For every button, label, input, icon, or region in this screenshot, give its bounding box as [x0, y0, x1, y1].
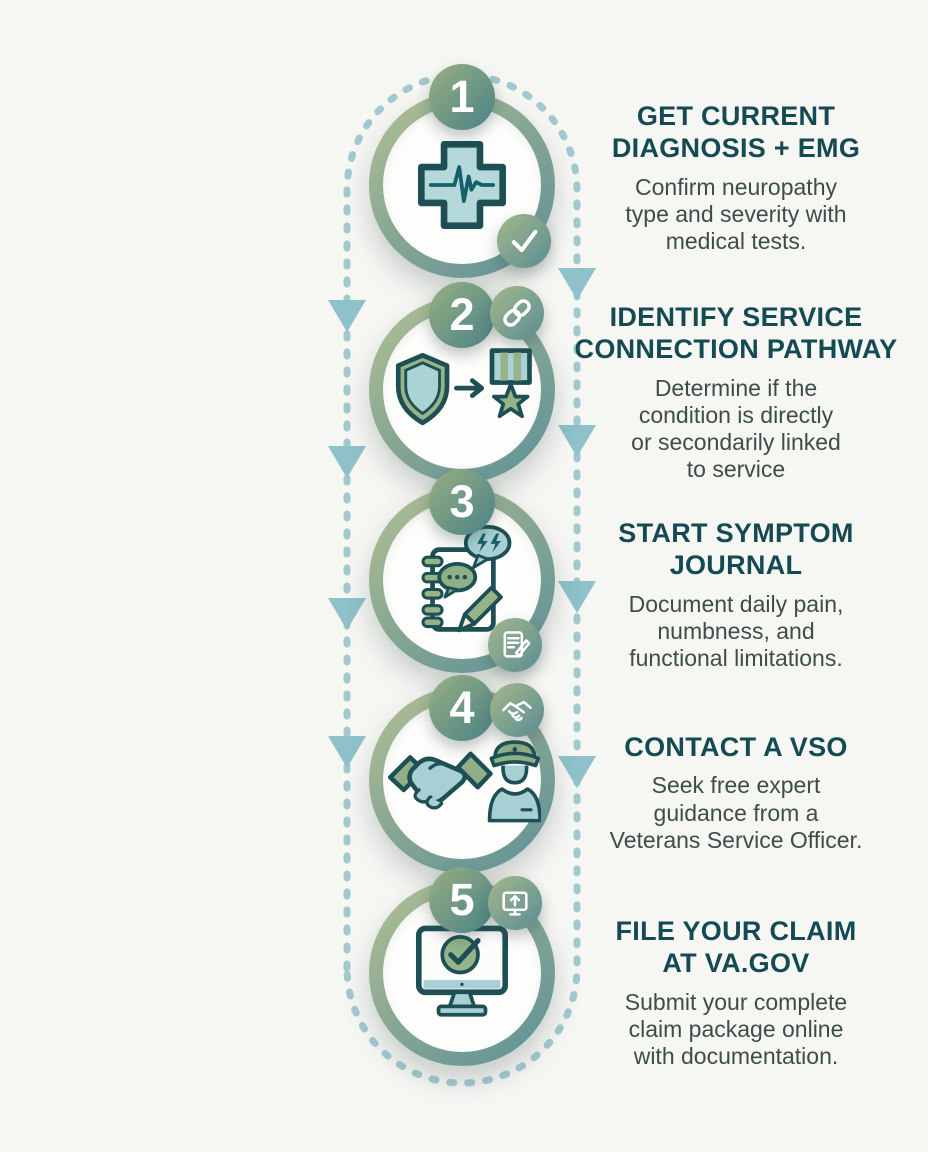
flow-arrow-down	[328, 446, 366, 478]
step-3-number-badge: 3	[429, 469, 495, 535]
chain-link-badge	[490, 286, 544, 340]
monitor-upload-icon	[502, 891, 528, 916]
step-5-text: FILE YOUR CLAIM AT VA.GOV Submit your co…	[560, 915, 912, 1070]
checkmark-badge	[497, 214, 551, 268]
flow-arrow-down	[328, 300, 366, 332]
monitor-upload-badge	[488, 876, 542, 930]
step-2-number-badge: 2	[429, 282, 495, 348]
flow-arrow-down	[328, 736, 366, 768]
flow-arrow-down	[328, 598, 366, 630]
step-3-title: START SYMPTOM JOURNAL	[618, 518, 854, 581]
shield-to-medal-icon	[395, 348, 532, 426]
step-5-title: FILE YOUR CLAIM AT VA.GOV	[615, 916, 857, 979]
step-1-title: GET CURRENT DIAGNOSIS + EMG	[611, 101, 861, 164]
journal-speech-pen-icon	[421, 524, 512, 633]
medical-cross-ekg-icon	[418, 141, 506, 229]
step-4-text: CONTACT A VSO Seek free expert guidance …	[560, 731, 912, 854]
flow-arrow-down	[558, 756, 596, 788]
step-2-description: Determine if the condition is directly o…	[631, 374, 841, 483]
notepad-pen-icon	[503, 631, 531, 658]
chain-link-icon	[503, 299, 531, 327]
flow-path	[343, 71, 581, 1087]
handshake-icon	[502, 700, 532, 722]
step-1-number-badge: 1	[429, 64, 495, 130]
flow-arrow-down	[558, 268, 596, 300]
step-3-description: Document daily pain, numbness, and funct…	[628, 590, 844, 672]
handshake-badge	[490, 683, 544, 737]
step-4-number-badge: 4	[429, 675, 495, 741]
step-5-description: Submit your complete claim package onlin…	[624, 988, 848, 1070]
notepad-pen-badge	[488, 618, 542, 672]
step-3-text: START SYMPTOM JOURNAL Document daily pai…	[560, 517, 912, 672]
step-5-number-badge: 5	[429, 867, 495, 933]
step-4-description: Seek free expert guidance from a Veteran…	[609, 772, 863, 853]
step-1-text: GET CURRENT DIAGNOSIS + EMG Confirm neur…	[560, 100, 912, 255]
flow-arrow-down	[558, 581, 596, 613]
step-4-title: CONTACT A VSO	[624, 732, 848, 762]
step-2-text: IDENTIFY SERVICE CONNECTION PATHWAY Dete…	[560, 301, 912, 483]
checkmark-icon	[511, 229, 538, 253]
step-2-title: IDENTIFY SERVICE CONNECTION PATHWAY	[574, 302, 898, 365]
step-1-description: Confirm neuropathy type and severity wit…	[625, 173, 847, 255]
flow-arrow-down	[558, 425, 596, 457]
handshake-officer-icon	[387, 740, 541, 823]
monitor-checkmark-icon	[415, 925, 509, 1017]
